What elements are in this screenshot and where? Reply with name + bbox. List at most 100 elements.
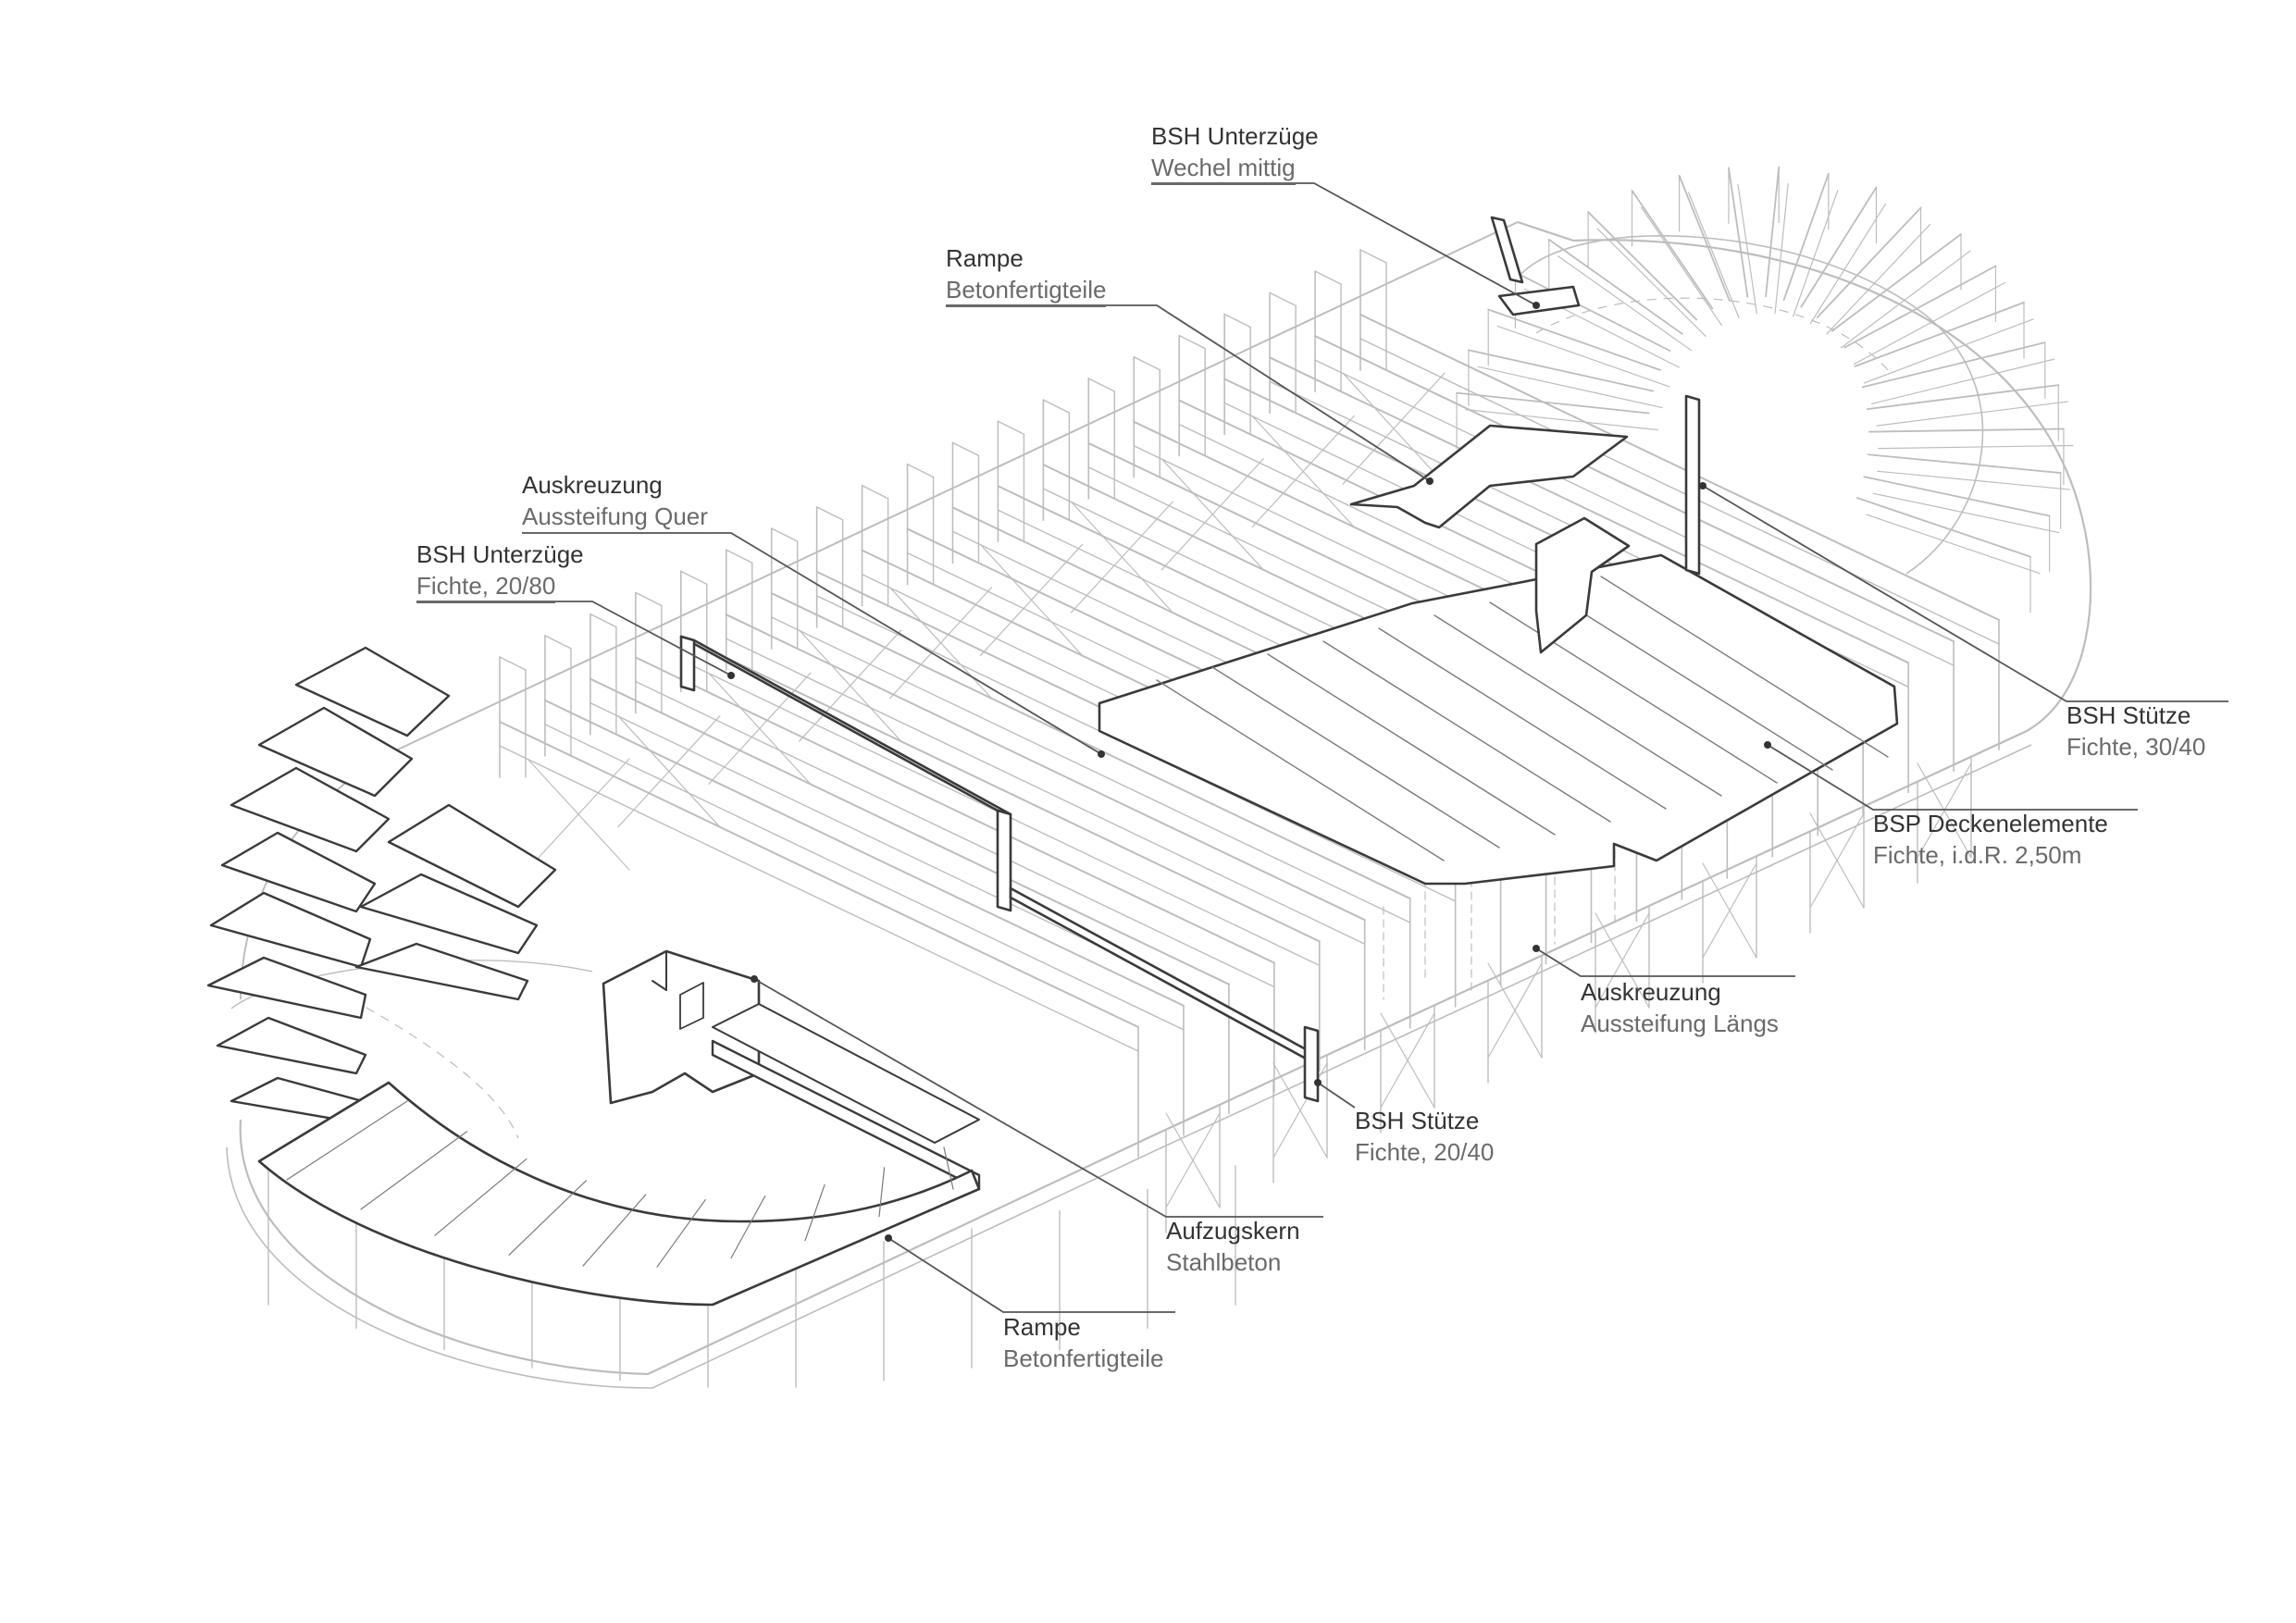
radial-rib-lower (1496, 325, 1670, 388)
transverse-beam-bottom (1314, 359, 1955, 666)
transverse-beam-top (589, 677, 1230, 985)
frame-post-cap (726, 549, 753, 564)
elevator-core-opening (679, 982, 704, 1030)
label-subtitle: Fichte, 20/80 (416, 570, 584, 603)
frame-post-cap (861, 485, 889, 500)
lower-ramp-joint (878, 1167, 886, 1218)
label-subtitle-text: Aussteifung Quer (522, 501, 708, 534)
label-subtitle: Fichte, 30/40 (2066, 733, 2206, 761)
radial-rib (1868, 427, 2065, 433)
radial-rib (1587, 211, 1698, 321)
frame-post-cap (951, 441, 980, 457)
leader-dot (1533, 302, 1540, 309)
radial-rib (1782, 172, 1830, 301)
transverse-beam-top (679, 635, 1321, 943)
frame-post-cap (1133, 356, 1160, 371)
transverse-beam-top (634, 656, 1275, 964)
radial-rib-lower (1640, 206, 1722, 327)
leader-line (1767, 744, 2138, 811)
radial-rib-lower (1826, 223, 1931, 335)
label-title: Rampe (946, 244, 1024, 272)
front-cross-brace (1487, 962, 1543, 1059)
label-unterzuege-top: BSH Unterzüge Wechel mittig (1151, 120, 1319, 185)
frame-brace (1160, 458, 1264, 571)
frame-brace (799, 629, 902, 742)
radial-rib (1487, 308, 1661, 371)
leader-dot (1699, 482, 1706, 489)
radial-rib-lower (1877, 470, 2071, 490)
label-auskreuzung-quer: Auskreuzung Aussteifung Quer (522, 469, 708, 534)
radial-rib-lower (1477, 365, 1663, 409)
radial-rib (1867, 453, 2062, 474)
leader-dot (727, 672, 735, 679)
radial-rib-lower (1871, 358, 2055, 404)
frame-post-cap (680, 570, 708, 586)
front-cross-brace (1809, 812, 1865, 909)
radial-rib (1831, 233, 1962, 332)
frame-brace (708, 672, 812, 785)
radial-rib (1631, 190, 1714, 310)
ramp-step-inner (354, 942, 529, 1001)
core-beam-upper (712, 1003, 980, 1144)
label-title: BSH Stütze (1355, 1107, 1480, 1134)
label-stuetze-center: BSH Stütze Fichte, 20/40 (1355, 1105, 1494, 1168)
ramp-step (230, 766, 391, 853)
lower-ramp-joint (730, 1196, 766, 1259)
column-right (1684, 394, 1701, 576)
transverse-beam-top (1314, 335, 1955, 643)
frame-post-cap (1269, 291, 1297, 307)
leader-dot (885, 1234, 892, 1242)
frame-brace (979, 543, 1084, 657)
radial-rib-lower (1876, 401, 2068, 427)
transverse-beam-bottom (544, 724, 1185, 1031)
leader-line (946, 304, 1431, 482)
elevator-core-edge (652, 980, 667, 991)
radial-rib-lower (1866, 514, 2041, 575)
leader-dot (1426, 477, 1433, 485)
label-subtitle: Betonfertigteile (946, 274, 1107, 307)
radial-rib (1843, 265, 1997, 349)
frame-post-cap (1359, 249, 1387, 264)
transverse-beam-top (725, 613, 1366, 922)
transverse-beam-top (543, 699, 1185, 1007)
long-beam-upper (679, 635, 1012, 816)
lower-ramp-joint (943, 1146, 954, 1190)
lower-ramp (257, 1081, 981, 1307)
bsp-deck-upper-panel (1534, 516, 1631, 654)
radial-rib-lower (1853, 281, 2006, 365)
frame-brace (527, 758, 630, 871)
bsp-panel-joint (1378, 627, 1667, 810)
top-ramp-planks (1349, 424, 1629, 529)
leader-dot (1764, 741, 1771, 749)
bsp-panel-joint (1322, 640, 1611, 823)
frame-post-cap (815, 506, 844, 521)
lower-ramp-joint (656, 1198, 706, 1268)
frame-post-cap (544, 635, 572, 650)
leader-line (887, 1237, 1175, 1313)
bsp-panel-joint (1600, 576, 1889, 758)
highlighted-elements (206, 216, 1899, 1307)
inner-ring-beam (1517, 235, 1984, 575)
lower-ramp-joint (804, 1183, 825, 1242)
frame-post-cap (1223, 313, 1251, 328)
bsp-panel-joint (1156, 679, 1445, 861)
ramp-step (209, 891, 372, 969)
label-subtitle-text: Fichte, 20/80 (416, 570, 556, 603)
label-rampe-bottom: Rampe Betonfertigteile (1003, 1311, 1163, 1374)
leader-dot (1314, 1079, 1322, 1086)
transverse-beam-bottom (499, 745, 1139, 1052)
label-title: Rampe (1003, 1313, 1081, 1341)
ramp-step (206, 956, 367, 1020)
frame-brace (1342, 372, 1446, 485)
leader-line (1317, 1082, 1356, 1109)
radial-rib-lower (1872, 492, 2060, 534)
transverse-beam-bottom (770, 616, 1411, 923)
top-beam-post (1490, 216, 1524, 284)
frame-brace (1251, 415, 1355, 528)
radial-rib (1867, 384, 2060, 411)
long-beam-post-left (679, 635, 696, 692)
radial-rib (1456, 391, 1650, 415)
column-mid (996, 809, 1012, 912)
label-subtitle: Betonfertigteile (1003, 1344, 1164, 1372)
label-title: BSH Stütze (2066, 701, 2191, 729)
